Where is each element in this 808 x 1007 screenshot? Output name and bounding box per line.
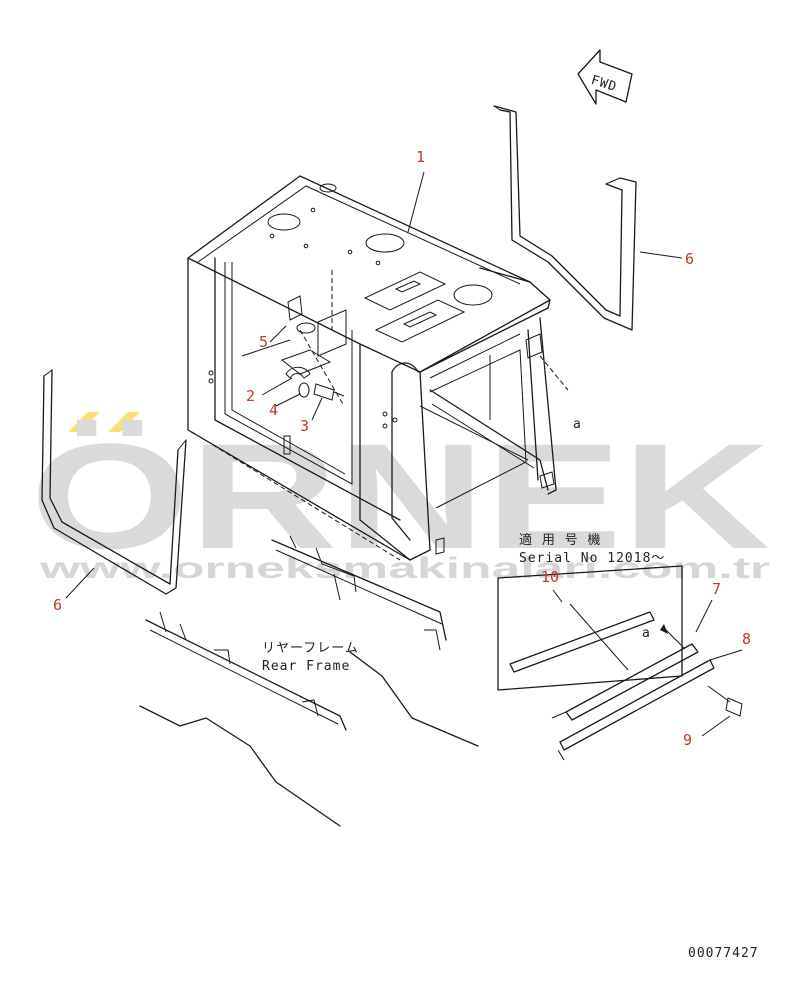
fastener-group: [285, 322, 345, 401]
serial-en-label: Serial No 12018～: [519, 551, 665, 566]
strip-part-8: [559, 659, 715, 751]
serial-detail: 適 用 号 機 Serial No 12018～: [497, 532, 685, 691]
cap-part-5: [296, 322, 316, 334]
callout-7: 7: [712, 580, 721, 598]
callout-5: 5: [259, 333, 268, 351]
watermark-accent-mark: [68, 412, 100, 432]
callout-numbers: 1 5 2 4 3 6 6 10 7 8 9: [53, 148, 751, 749]
callout-9: 9: [683, 731, 692, 749]
callout-10: 10: [541, 568, 559, 586]
loose-parts: [551, 643, 743, 761]
bolt-part-9: [707, 685, 743, 717]
fwd-label: FWD: [589, 73, 619, 95]
seal-strip-right: [493, 105, 637, 331]
rear-frame-en-label: Rear Frame: [262, 659, 350, 674]
fwd-direction-arrow: FWD: [577, 49, 633, 105]
leader-lines: [65, 171, 743, 737]
rear-frame: [139, 535, 479, 827]
seal-strip-left: [41, 369, 187, 595]
callout-6-right: 6: [685, 250, 694, 268]
watermark-accent-mark: [108, 412, 140, 432]
callout-6-left: 6: [53, 596, 62, 614]
rear-frame-jp-label: リヤーフレーム: [262, 641, 359, 656]
callout-1: 1: [416, 148, 425, 166]
callout-2: 2: [246, 387, 255, 405]
strip-part-7: [565, 643, 699, 721]
view-mark-a-frame: a: [573, 417, 582, 432]
washer-part-4: [298, 382, 310, 398]
callout-8: 8: [742, 630, 751, 648]
drawing-number: 00077427: [688, 946, 759, 961]
bolt-part-3: [313, 383, 335, 401]
clamp-part-2: [285, 366, 311, 379]
seal-strip-part-10: [509, 611, 655, 673]
main-frame-assembly: [187, 175, 569, 561]
view-mark-a-detail: a: [642, 626, 651, 641]
callout-3: 3: [300, 417, 309, 435]
serial-jp-label: 適 用 号 機: [519, 532, 601, 548]
callout-4: 4: [269, 401, 278, 419]
